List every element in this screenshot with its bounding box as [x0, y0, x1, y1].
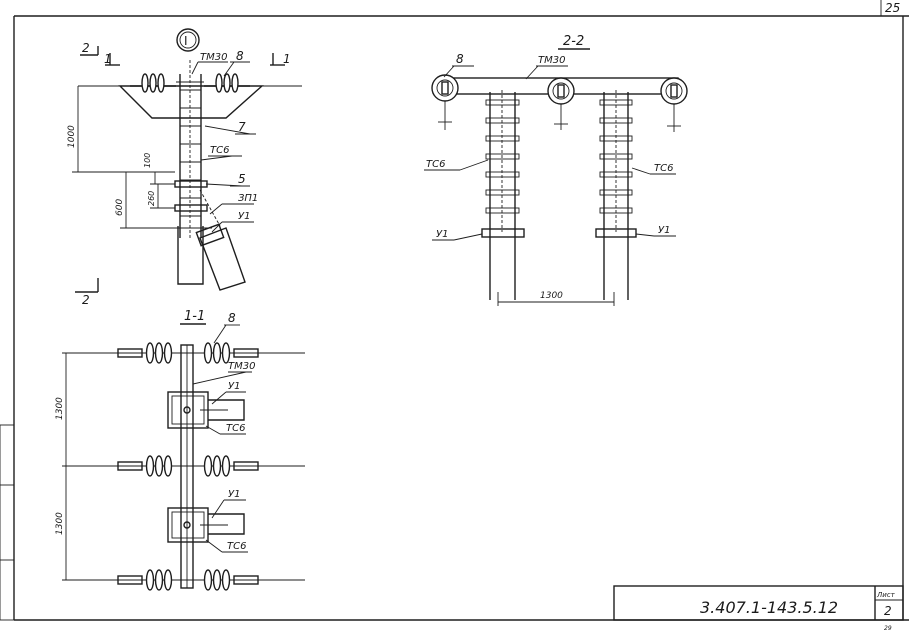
plan-wire-row-top	[62, 342, 305, 364]
side-post-right	[595, 90, 637, 300]
label-tm30-top: ТМ30	[200, 52, 227, 63]
label-tc6-side-right: ТС6	[654, 163, 673, 174]
section-left-num: 2	[82, 41, 90, 55]
label-u1-side-right: У1	[658, 225, 670, 236]
corner-page-number: 25	[885, 1, 900, 15]
dim-1300-plan-b: 1300	[55, 512, 65, 535]
label-tm30-side: ТМ30	[538, 55, 565, 66]
side-insulator-left	[431, 74, 459, 130]
plan-title: 1-1	[184, 309, 205, 324]
plan-wire-row-middle	[62, 455, 305, 477]
side-post-left	[481, 90, 525, 300]
label-u1-plan-a: У1	[228, 381, 240, 392]
dim-1300-plan-a: 1300	[55, 397, 65, 420]
label-tc6-top: ТС6	[210, 145, 229, 156]
side-insulator-middle	[547, 77, 575, 130]
dim-100: 100	[143, 153, 152, 168]
insulator-string-right	[204, 73, 250, 93]
view-plan-dimensions: 1300 1300	[55, 352, 70, 581]
view-side-callouts: 8 ТМ30 ТС6 ТС6 У1 У1	[424, 52, 676, 241]
section-left-mark: 1	[104, 52, 112, 66]
label-u1-plan-b: У1	[228, 489, 240, 500]
view-plan	[62, 342, 305, 591]
view-side-dimension: 1300	[497, 291, 615, 306]
dim-260: 260	[147, 191, 156, 206]
view-plan-callouts: 8 ТМ30 У1 ТС6 У1 ТС6	[192, 311, 255, 553]
section-bottom-num: 2	[82, 293, 90, 307]
post-lattice	[179, 60, 202, 240]
label-u1-top: У1	[238, 211, 250, 222]
view-side	[431, 74, 688, 300]
sheet-number: 2	[884, 604, 892, 618]
label-tc6-plan-a: ТС6	[226, 423, 245, 434]
dim-600: 600	[115, 199, 125, 216]
tiny-mark: 29	[884, 625, 892, 631]
label-zp1-top: ЗП1	[238, 193, 258, 204]
title-block	[613, 585, 904, 621]
label-u1-side-left: У1	[436, 229, 448, 240]
plan-wire-row-bottom	[62, 569, 305, 591]
view-elevation-dimensions: 1000 100 260 600	[67, 86, 175, 229]
label-tc6-side-left: ТС6	[426, 159, 445, 170]
label-5-top: 5	[238, 172, 246, 186]
view-elevation-callouts: ТМ30 8 7 ТС6 5 ЗП1 У1	[191, 49, 258, 233]
dim-1300-side: 1300	[540, 291, 563, 301]
view-elevation: I 2 1 1 2	[75, 28, 302, 307]
insulator-string-left	[130, 73, 176, 93]
side-title: 2-2	[563, 34, 584, 49]
plan-clamp-lower	[167, 507, 245, 543]
label-tc6-plan-b: ТС6	[227, 541, 246, 552]
section-right-mark: 1	[283, 52, 291, 66]
dim-1000: 1000	[67, 125, 77, 148]
view-marker: I	[184, 34, 188, 48]
plan-clamp-upper	[167, 391, 245, 429]
label-8-side: 8	[456, 52, 464, 66]
sheet-label: Лист	[876, 591, 896, 599]
side-insulator-right	[660, 77, 688, 132]
label-tm30-plan: ТМ30	[228, 361, 255, 372]
label-8-plan: 8	[228, 311, 236, 325]
drawing-code: 3.407.1-143.5.12	[700, 598, 838, 617]
label-7-top: 7	[238, 120, 246, 134]
label-8-top: 8	[236, 49, 244, 63]
